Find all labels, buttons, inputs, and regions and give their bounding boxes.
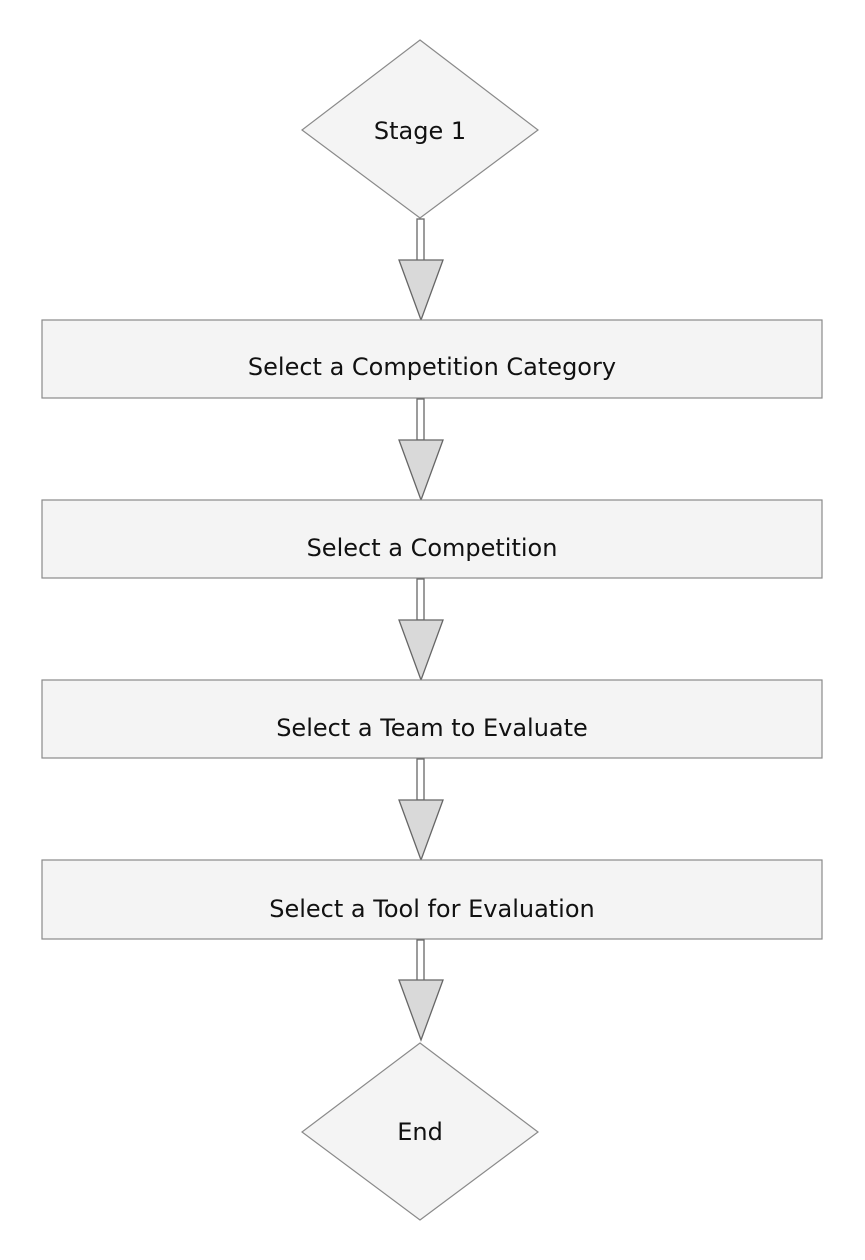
arrowhead-icon [398, 799, 444, 862]
step-box [41, 319, 823, 399]
step-label: Select a Competition Category [248, 353, 616, 381]
connector-shaft [416, 939, 425, 982]
end-node: End [300, 1042, 540, 1221]
connector-shaft [416, 398, 425, 441]
step-label: Select a Team to Evaluate [276, 714, 588, 742]
step-box [41, 499, 823, 579]
step-label: Select a Competition [307, 534, 558, 562]
step-node-3: Select a Team to Evaluate [41, 679, 823, 759]
start-diamond-shape [301, 39, 539, 219]
end-node-label: End [397, 1118, 443, 1146]
connector-shaft [416, 218, 425, 262]
connector-arrow [398, 578, 444, 682]
start-node-label: Stage 1 [374, 117, 466, 145]
arrowhead-icon [398, 979, 444, 1042]
step-label: Select a Tool for Evaluation [269, 895, 595, 923]
arrowhead-icon [398, 439, 444, 502]
step-box [41, 679, 823, 759]
connector-arrow [398, 398, 444, 502]
connector-shaft [416, 578, 425, 621]
step-node-2: Select a Competition [41, 499, 823, 579]
connector-arrow [398, 218, 444, 322]
connector-shaft [416, 758, 425, 801]
arrowhead-icon [398, 619, 444, 682]
start-node: Stage 1 [301, 39, 539, 219]
step-box [41, 859, 823, 940]
step-node-4: Select a Tool for Evaluation [41, 859, 823, 940]
end-diamond-shape [300, 1042, 540, 1221]
connector-arrow [398, 939, 444, 1042]
arrowhead-icon [398, 259, 444, 322]
step-node-1: Select a Competition Category [41, 319, 823, 399]
connector-arrow [398, 758, 444, 862]
